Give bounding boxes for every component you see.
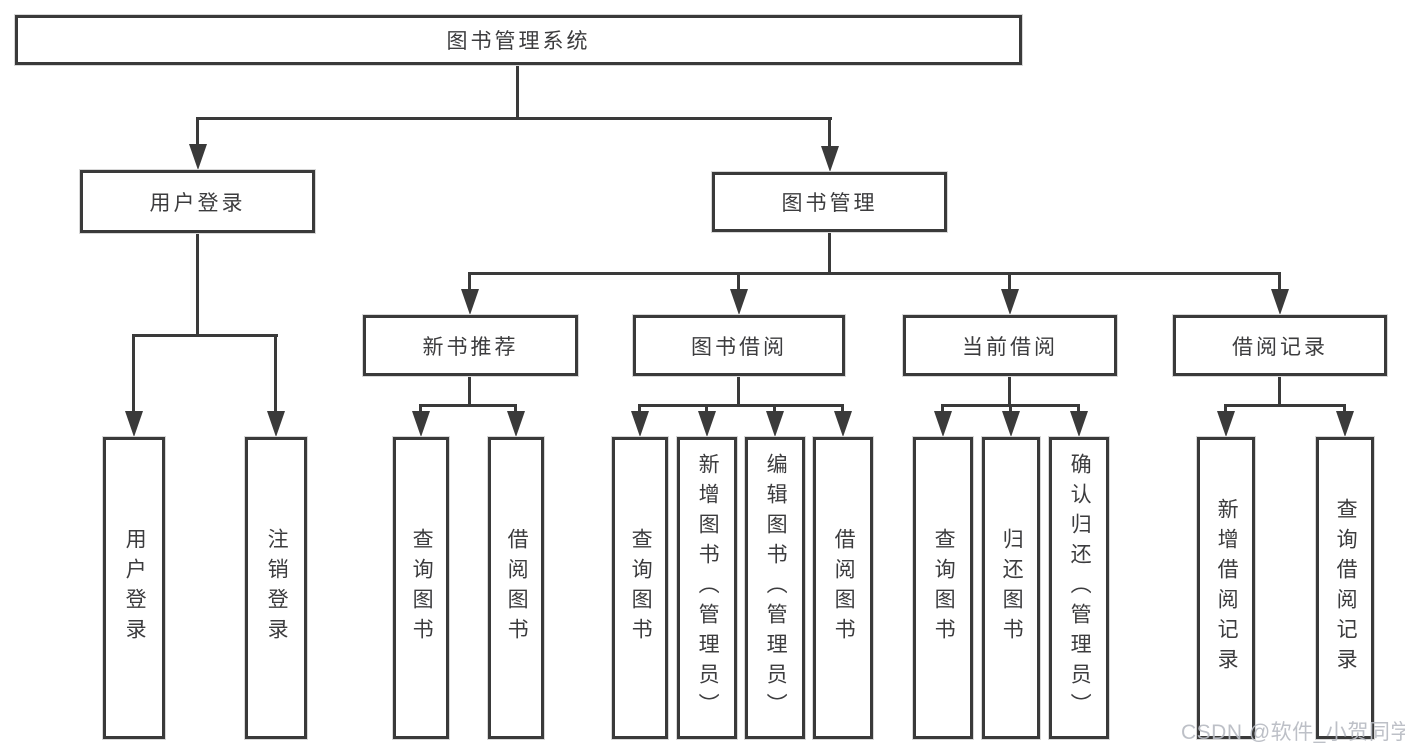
connector	[1224, 404, 1346, 407]
connector	[1077, 404, 1080, 414]
leaf-label: 归还图书	[1000, 528, 1024, 648]
node-current-borrow: 当前借阅	[903, 315, 1117, 376]
arrowhead	[1070, 411, 1088, 437]
leaf-logout: 注销登录	[245, 437, 307, 739]
leaf-confirm-return-admin: 确认归还（管理员）	[1049, 437, 1109, 739]
connector	[516, 63, 519, 119]
connector	[1224, 404, 1227, 414]
connector	[828, 229, 831, 275]
node-library-system: 图书管理系统	[15, 15, 1022, 65]
connector	[132, 334, 135, 414]
leaf-label: 查询图书	[410, 528, 434, 648]
connector	[737, 374, 740, 407]
leaf-label: 用户登录	[123, 528, 147, 648]
leaf-query-books-borrow: 查询图书	[612, 437, 668, 739]
leaf-user-login: 用户登录	[103, 437, 165, 739]
leaf-label: 编辑图书（管理员）	[764, 453, 788, 723]
leaf-label: 查询图书	[932, 528, 956, 648]
arrowhead	[834, 411, 852, 437]
leaf-label: 新增图书（管理员）	[696, 453, 720, 723]
arrowhead	[1217, 411, 1235, 437]
arrowhead	[934, 411, 952, 437]
connector	[1343, 404, 1346, 414]
connector	[419, 404, 422, 414]
connector	[638, 404, 844, 407]
leaf-add-books-admin: 新增图书（管理员）	[677, 437, 737, 739]
arrowhead	[1001, 289, 1019, 315]
leaf-query-books-recommend: 查询图书	[393, 437, 449, 739]
leaf-label: 注销登录	[265, 528, 289, 648]
arrowhead	[189, 144, 207, 170]
connector	[737, 272, 740, 292]
arrowhead	[730, 289, 748, 315]
connector	[1278, 272, 1281, 292]
connector	[514, 404, 517, 414]
leaf-return-books: 归还图书	[982, 437, 1040, 739]
arrowhead	[267, 411, 285, 437]
arrowhead	[1002, 411, 1020, 437]
arrowhead	[1336, 411, 1354, 437]
connector	[1009, 404, 1012, 414]
connector	[419, 404, 517, 407]
connector	[828, 117, 831, 149]
arrowhead	[125, 411, 143, 437]
connector	[705, 404, 708, 414]
arrowhead	[1271, 289, 1289, 315]
node-book-borrow: 图书借阅	[633, 315, 845, 376]
connector	[941, 404, 944, 414]
connector	[468, 272, 1281, 275]
connector	[468, 374, 471, 407]
arrowhead	[507, 411, 525, 437]
leaf-query-borrow-record: 查询借阅记录	[1316, 437, 1374, 739]
leaf-label: 查询图书	[629, 528, 653, 648]
connector	[274, 334, 277, 414]
arrowhead	[461, 289, 479, 315]
connector	[196, 117, 199, 147]
connector	[196, 230, 199, 337]
leaf-add-borrow-record: 新增借阅记录	[1197, 437, 1255, 739]
arrowhead	[821, 146, 839, 172]
leaf-label: 查询借阅记录	[1334, 498, 1358, 678]
node-user-login: 用户登录	[80, 170, 315, 233]
arrowhead	[412, 411, 430, 437]
leaf-borrow-books-recommend: 借阅图书	[488, 437, 544, 739]
node-new-book-recommend: 新书推荐	[363, 315, 578, 376]
node-borrow-records: 借阅记录	[1173, 315, 1387, 376]
connector	[1278, 374, 1281, 407]
connector	[841, 404, 844, 414]
leaf-label: 确认归还（管理员）	[1068, 453, 1092, 723]
arrowhead	[698, 411, 716, 437]
connector	[1008, 272, 1011, 292]
leaf-label: 新增借阅记录	[1215, 498, 1239, 678]
arrowhead	[631, 411, 649, 437]
connector	[1008, 374, 1011, 407]
leaf-edit-books-admin: 编辑图书（管理员）	[745, 437, 805, 739]
connector	[468, 272, 471, 292]
leaf-label: 借阅图书	[505, 528, 529, 648]
leaf-query-books-current: 查询图书	[913, 437, 973, 739]
connector	[638, 404, 641, 414]
connector	[196, 117, 832, 120]
arrowhead	[766, 411, 784, 437]
leaf-label: 借阅图书	[832, 528, 856, 648]
watermark: CSDN @软件_小贺同学	[1181, 721, 1405, 744]
node-book-management: 图书管理	[712, 172, 947, 232]
connector	[773, 404, 776, 414]
leaf-borrow-books: 借阅图书	[813, 437, 873, 739]
connector	[132, 334, 278, 337]
